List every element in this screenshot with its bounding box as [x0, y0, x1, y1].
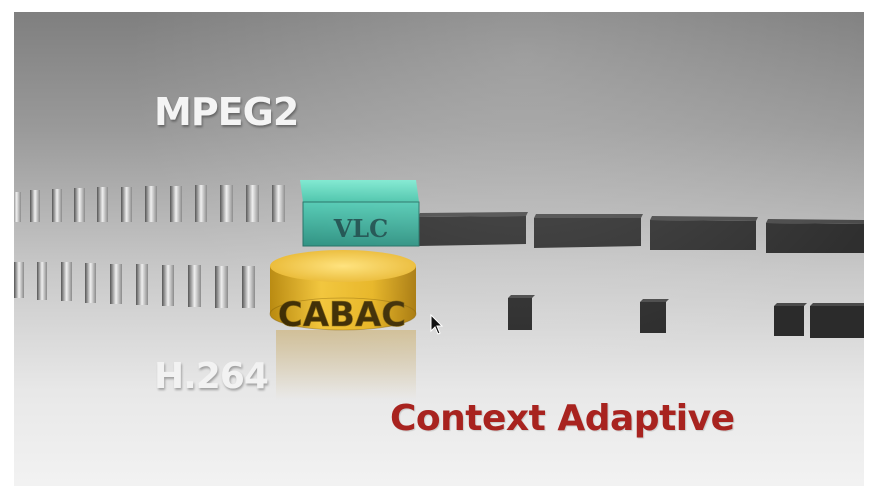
vlc-label: VLC: [333, 214, 389, 243]
h264-bit-sticks: [14, 262, 255, 308]
mpeg2-label: MPEG2: [154, 90, 299, 134]
bitstream-scene: VLC CABAC: [14, 180, 864, 400]
video-frame: VLC CABAC MPEG2 H.264 Context Adaptive: [14, 12, 864, 486]
vlc-output-blocks: [418, 212, 864, 253]
h264-label: H.264: [154, 356, 269, 397]
cabac-cylinder: CABAC: [269, 250, 417, 335]
mouse-pointer-icon: [430, 314, 444, 335]
cabac-label: CABAC: [278, 295, 406, 335]
mpeg2-bit-sticks: [14, 185, 285, 222]
context-adaptive-label: Context Adaptive: [390, 398, 735, 439]
cabac-reflection: [276, 330, 416, 400]
cabac-output-blocks: [508, 295, 864, 338]
vlc-block: VLC: [300, 180, 420, 247]
